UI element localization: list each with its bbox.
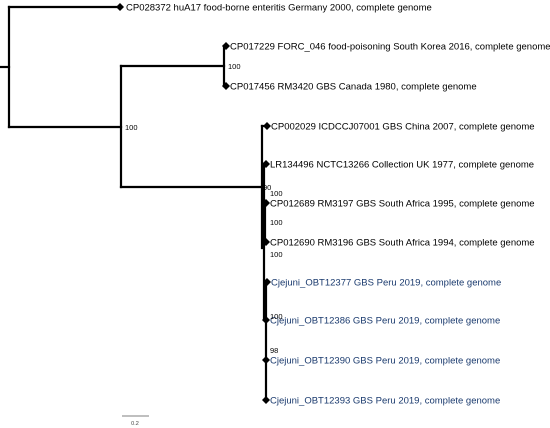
tip-label-3: CP017456 RM3420 GBS Canada 1980, complet… [230,82,477,93]
support-value: 100 [270,312,283,321]
support-value: 90 [263,183,271,192]
tip-marker-3 [222,82,230,90]
tip-label-10: Cjejuni_OBT12390 GBS Peru 2019, complete… [270,356,500,367]
support-value: 100 [228,62,241,71]
tip-marker-10 [262,356,270,364]
support-value: 98 [270,346,278,355]
tip-marker-8 [263,278,271,286]
tip-label-5: LR134496 NCTC13266 Collection UK 1977, c… [270,160,534,171]
tip-label-8: Cjejuni_OBT12377 GBS Peru 2019, complete… [271,278,501,289]
support-value: 100 [270,218,283,227]
tip-marker-2 [222,42,230,50]
tip-label-1: CP028372 huA17 food-borne enteritis Germ… [126,3,432,14]
tip-marker-9 [262,316,270,324]
tip-marker-4 [263,122,271,130]
tip-marker-5 [262,160,270,168]
tip-label-9: Cjejuni_OBT12386 GBS Peru 2019, complete… [270,316,500,327]
tip-label-2: CP017229 FORC_046 food-poisoning South K… [230,42,550,53]
support-value: 100 [270,250,283,259]
tip-label-7: CP012690 RM3196 GBS South Africa 1994, c… [270,238,535,249]
tip-label-4: CP002029 ICDCCJ07001 GBS China 2007, com… [271,122,535,133]
support-value: 100 [270,189,283,198]
tip-marker-1 [116,3,124,11]
tip-marker-7 [262,238,270,246]
tip-marker-6 [262,199,270,207]
support-value: 100 [125,123,138,132]
tip-label-11: Cjejuni_OBT12393 GBS Peru 2019, complete… [270,396,500,407]
tip-marker-11 [262,396,270,404]
scale-bar-label: 0.2 [131,421,139,427]
tip-label-6: CP012689 RM3197 GBS South Africa 1995, c… [270,199,535,210]
